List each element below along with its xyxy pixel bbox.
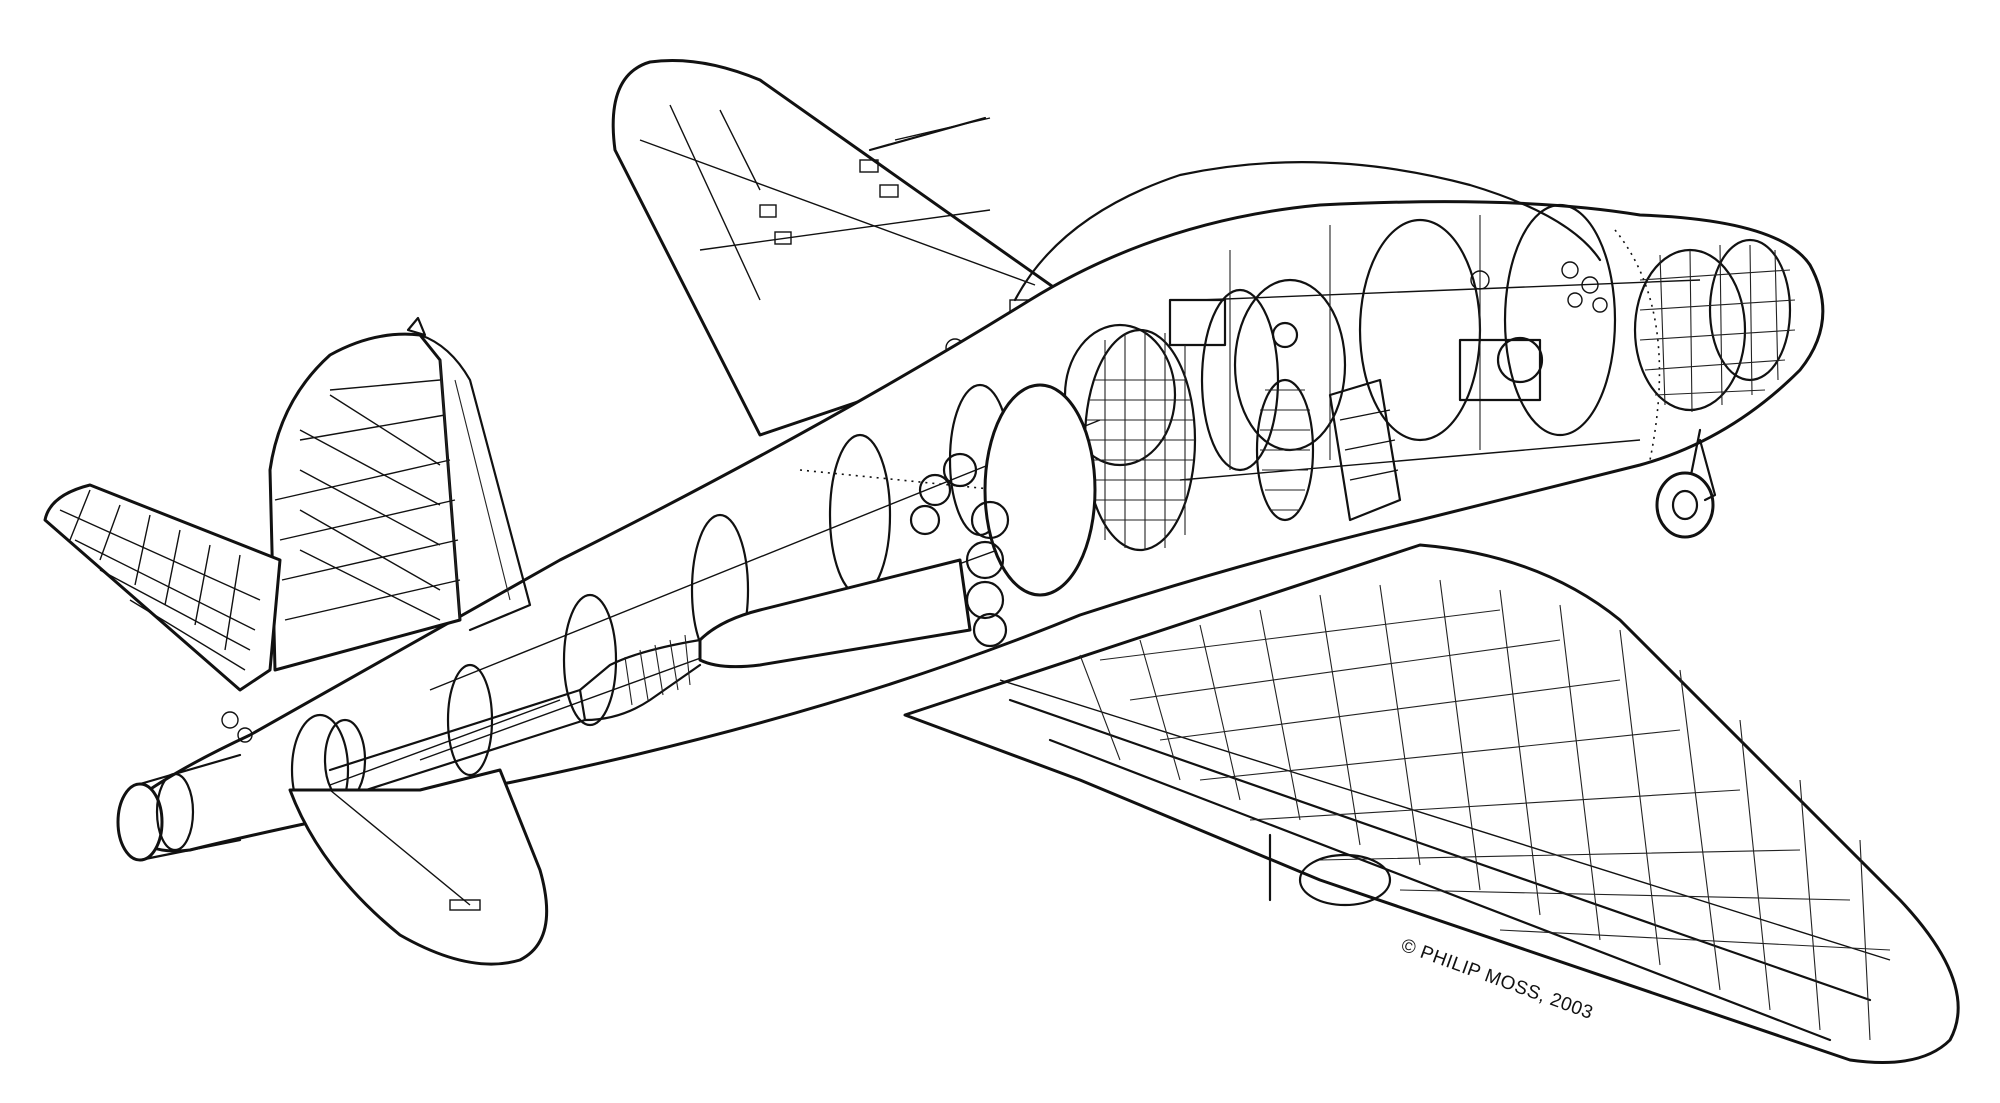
antenna-mast: [868, 116, 987, 152]
cockpit: [1168, 215, 1608, 522]
tailplane: [43, 483, 282, 743]
starboard-wing: [903, 543, 1960, 1064]
elevator: [288, 768, 549, 966]
jet-engine: [328, 383, 1097, 802]
nose-section: [1633, 238, 1796, 413]
nose-landing-gear: [1655, 428, 1717, 539]
fin-and-rudder: [268, 316, 532, 672]
